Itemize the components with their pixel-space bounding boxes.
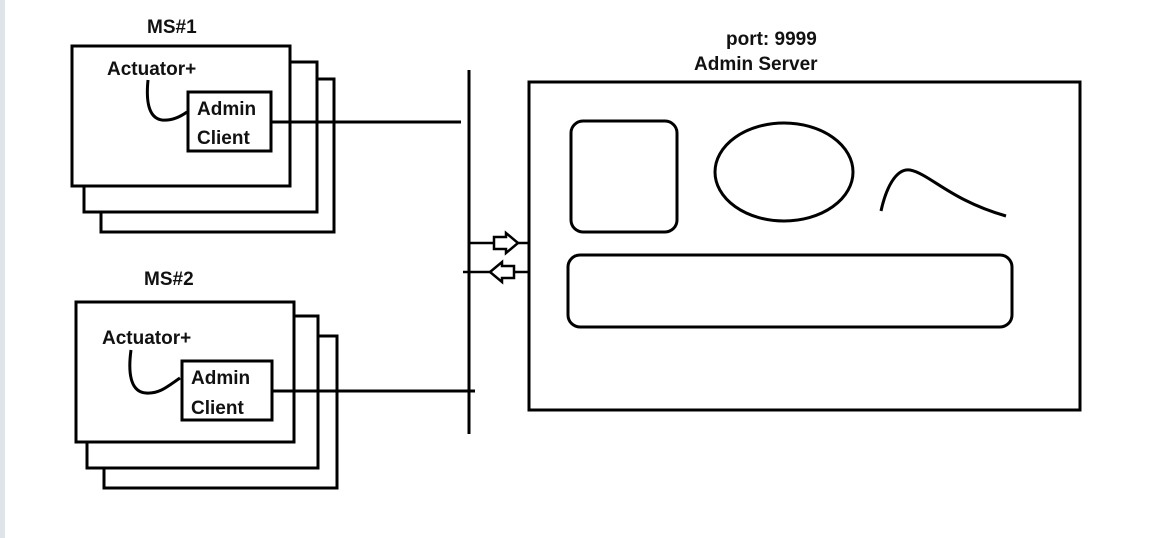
arrow-left-icon bbox=[488, 259, 516, 285]
dashboard-curve-widget bbox=[879, 168, 1007, 218]
dashboard-bar-widget bbox=[566, 253, 1014, 329]
ms1-title: MS#1 bbox=[147, 17, 197, 38]
ms2-admin-client-box bbox=[180, 359, 274, 422]
ms2-group: MS#2 Actuator+ Admin Client bbox=[74, 269, 475, 490]
ms1-admin-client-box bbox=[186, 90, 273, 153]
ms2-admin-client-line1: Admin bbox=[191, 368, 250, 389]
ms1-group: MS#1 Actuator+ Admin Client bbox=[70, 17, 461, 234]
ms1-admin-client-line2: Client bbox=[197, 128, 250, 149]
ms2-admin-client-line2: Client bbox=[191, 398, 244, 419]
response-arrow-left bbox=[463, 259, 531, 285]
arrow-right-icon bbox=[492, 230, 520, 256]
admin-server-port: port: 9999 bbox=[726, 29, 817, 50]
ms2-title: MS#2 bbox=[144, 269, 194, 290]
dashboard-square-widget bbox=[569, 119, 679, 234]
request-arrow-right bbox=[469, 230, 528, 256]
ms2-actuator-label: Actuator+ bbox=[102, 328, 191, 349]
dashboard-pie-widget bbox=[713, 121, 855, 223]
admin-server-title: Admin Server bbox=[694, 54, 818, 75]
admin-server-group: port: 9999 Admin Server bbox=[527, 29, 1082, 412]
window-edge bbox=[0, 0, 5, 538]
ms1-actuator-label: Actuator+ bbox=[107, 59, 196, 80]
ms1-admin-client-line1: Admin bbox=[197, 99, 256, 120]
ms2-actuator-connector bbox=[128, 349, 181, 395]
ms1-actuator-connector bbox=[145, 79, 188, 122]
